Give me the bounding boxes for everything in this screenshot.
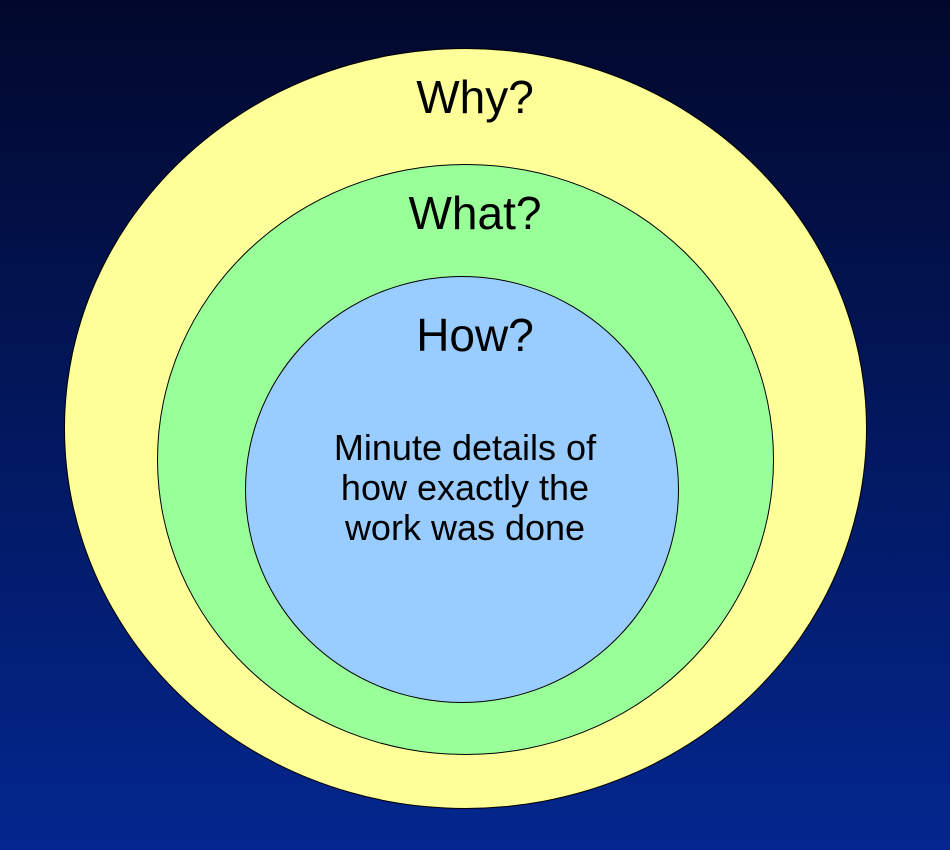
how-description: Minute details of how exactly the work w… (305, 428, 625, 548)
how-description-line: Minute details of (333, 427, 597, 468)
what-label: What? (408, 187, 542, 239)
how-circle (245, 276, 679, 703)
how-description-line: how exactly the (340, 467, 590, 508)
how-label: How? (416, 309, 534, 361)
why-label: Why? (416, 71, 534, 123)
how-description-line: work was done (344, 507, 586, 548)
